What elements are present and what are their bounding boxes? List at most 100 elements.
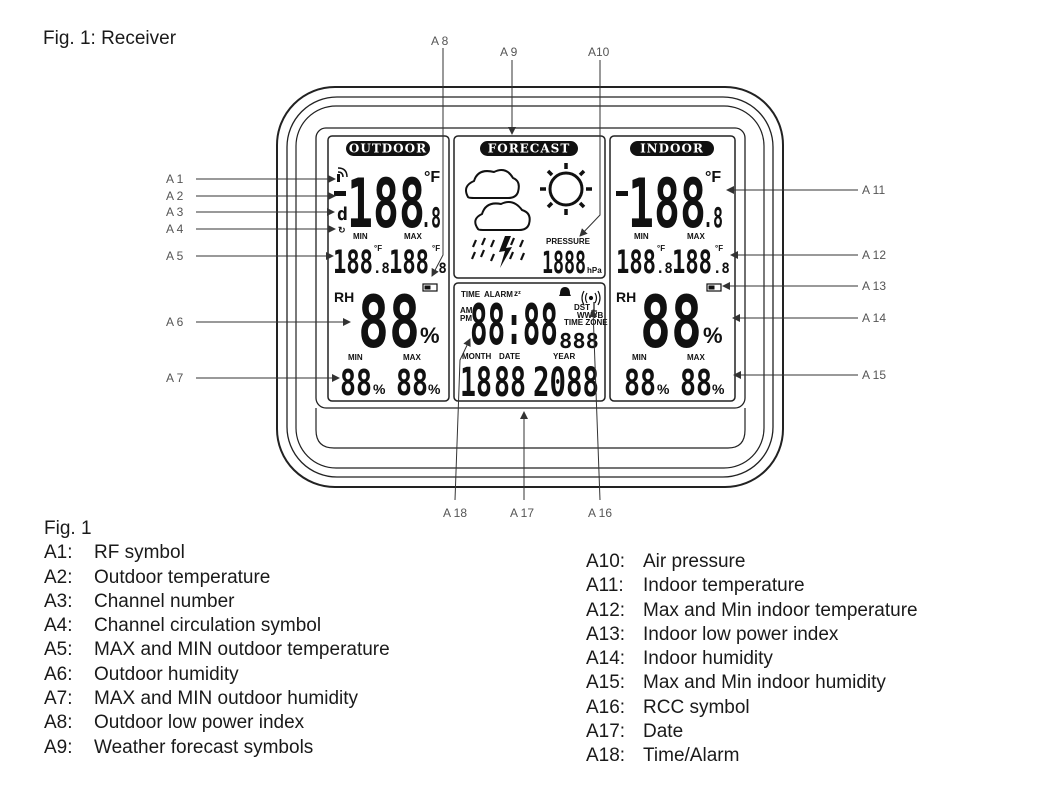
year-label: YEAR [553, 352, 575, 361]
am-label: AM [460, 306, 473, 315]
indoor-rh-label: RH [616, 289, 636, 305]
callout-a3: A 3 [166, 205, 184, 219]
legend-code: A3: [44, 590, 73, 612]
callout-a6: A 6 [166, 315, 184, 329]
rf-signal-icon [337, 167, 348, 182]
indoor-temp-main: 188 [628, 165, 706, 244]
cloud-icon [465, 169, 520, 199]
rcc-signal-icon [581, 290, 601, 306]
legend-text: Outdoor temperature [94, 566, 271, 588]
indoor-hum-min: 88 [624, 363, 656, 404]
legend-text: Channel circulation symbol [94, 615, 322, 637]
legend-item: A5:MAX and MIN outdoor temperature [44, 638, 390, 662]
indoor-battery-icon [706, 283, 722, 292]
indoor-hum-max-label: MAX [687, 353, 705, 362]
legend-text: RF symbol [94, 542, 185, 564]
date-value: 88 [494, 360, 526, 406]
callout-a10: A10 [588, 45, 610, 59]
indoor-max-unit: °F [715, 244, 723, 253]
legend-text: Indoor temperature [643, 575, 805, 597]
outdoor-hum-min: 88 [340, 363, 372, 404]
outdoor-max-temp: 188 [389, 243, 429, 281]
pressure-value: 1888 [542, 246, 586, 281]
receiver-diagram: OUTDOOR FORECAST INDOOR d ↻ 188 °F .8 MI… [166, 34, 886, 520]
legend-text: MAX and MIN outdoor humidity [94, 688, 359, 710]
legend-item: A14: Indoor humidity [586, 647, 918, 671]
month-label: MONTH [462, 352, 492, 361]
channel-number: d [337, 204, 348, 225]
legend-item: A13:Indoor low power index [586, 623, 918, 647]
outdoor-temp-unit: °F [424, 169, 440, 186]
callout-a5: A 5 [166, 249, 184, 263]
callout-a4: A 4 [166, 222, 184, 236]
callout-a14: A 14 [862, 311, 886, 325]
legend-item: A1: RF symbol [44, 541, 390, 565]
legend-item: A9: Weather forecast symbols [44, 736, 390, 760]
legend-code: A4: [44, 615, 73, 637]
tower-icon [591, 302, 597, 312]
outdoor-hum-max: 88 [396, 363, 428, 404]
outdoor-hum-min-label: MIN [348, 353, 363, 362]
legend-item: A15:Max and Min indoor humidity [586, 671, 918, 695]
month-value: 18 [460, 360, 492, 406]
legend-item: A6:Outdoor humidity [44, 663, 390, 687]
outdoor-max-label: MAX [404, 232, 422, 241]
outdoor-humidity-percent: % [420, 323, 440, 348]
legend-text: Weather forecast symbols [94, 736, 314, 758]
callout-a18: A 18 [443, 506, 467, 520]
callout-a17: A 17 [510, 506, 534, 520]
legend-code: A9: [44, 736, 73, 758]
indoor-max-label: MAX [687, 232, 705, 241]
callout-a12: A 12 [862, 248, 886, 262]
legend-item: A10: Air pressure [586, 550, 918, 574]
outdoor-rh-label: RH [334, 289, 354, 305]
callout-a11: A 11 [862, 183, 885, 197]
legend-code: A12: [586, 599, 626, 621]
legend-item: A3:Channel number [44, 590, 390, 614]
svg-text:INDOOR: INDOOR [640, 142, 704, 156]
legend-item: A7:MAX and MIN outdoor humidity [44, 687, 390, 711]
legend-text: Air pressure [643, 551, 746, 572]
legend-code: A14: [586, 648, 626, 670]
rain-cloud-icon [474, 201, 531, 231]
outdoor-min-decimal: .8 [373, 261, 390, 277]
pressure-unit: hPa [587, 266, 602, 275]
legend-code: A11: [586, 575, 624, 597]
legend-right: A10:Air pressure A11:Indoor temperature … [586, 550, 918, 769]
outdoor-min-temp: 188 [333, 243, 373, 281]
legend-item: A8:Outdoor low power index [44, 711, 390, 735]
legend-item: A2:Outdoor temperature [44, 566, 390, 590]
rain-icon [470, 237, 526, 262]
pressure-label: PRESSURE [546, 237, 591, 246]
legend-text: MAX and MIN outdoor temperature [94, 639, 390, 661]
legend-code: A15: [586, 672, 626, 694]
callout-a1: A 1 [166, 172, 184, 186]
time-zone-label: TIME ZONE [564, 318, 608, 327]
callout-lines [196, 48, 858, 501]
indoor-hum-max: 88 [680, 363, 712, 404]
time-label: TIME [461, 290, 481, 299]
indoor-humidity-percent: % [703, 323, 723, 348]
legend-code: A6: [44, 663, 73, 685]
indoor-min-unit: °F [657, 244, 665, 253]
alarm-bell-icon [559, 287, 571, 296]
legend-code: A10: [586, 551, 626, 572]
legend-text: Time/Alarm [643, 745, 740, 767]
legend-text: Indoor low power index [643, 623, 839, 645]
indoor-min-decimal: .8 [656, 261, 673, 277]
outdoor-hum-min-percent: % [373, 381, 386, 397]
indoor-min-label: MIN [634, 232, 649, 241]
forecast-title: FORECAST [480, 141, 578, 156]
legend-code: A1: [44, 542, 73, 564]
year-value: 2088 [533, 360, 599, 406]
outdoor-max-unit: °F [432, 244, 440, 253]
legend-text: Indoor humidity [643, 648, 773, 670]
legend-item: A4: Channel circulation symbol [44, 614, 390, 638]
callout-a7: A 7 [166, 371, 184, 385]
svg-text:OUTDOOR: OUTDOOR [349, 142, 427, 156]
callout-a8: A 8 [431, 34, 449, 48]
outdoor-temp-decimal: .8 [421, 201, 441, 234]
indoor-min-temp: 188 [616, 243, 656, 281]
legend-code: A16: [586, 696, 626, 718]
pm-label: PM [460, 314, 472, 323]
